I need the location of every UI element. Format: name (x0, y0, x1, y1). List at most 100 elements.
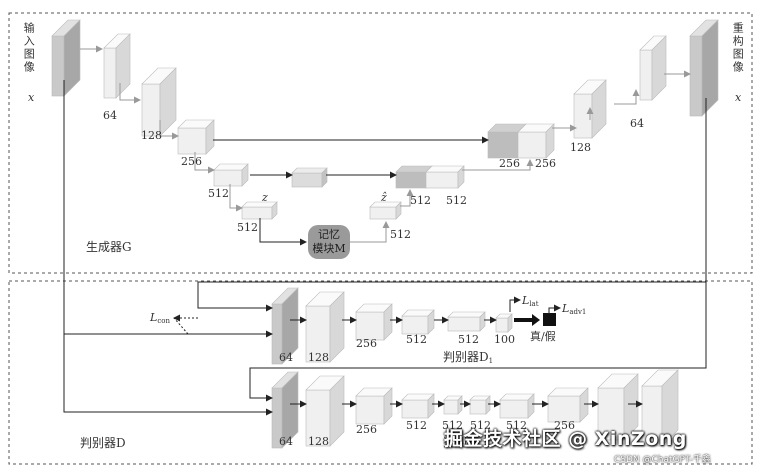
ladv-main: L (562, 302, 570, 315)
d1-block-64 (271, 287, 299, 365)
d2-block-512a (401, 393, 435, 419)
xhat-to-d2 (249, 282, 707, 402)
d1-block-512a (401, 309, 435, 335)
memory-line2: 模块M (312, 242, 346, 255)
real-fake-label: 真/假 (530, 330, 556, 343)
dec-label-512a: 512 (410, 194, 431, 207)
d2-title: 判别器 (443, 435, 480, 449)
generator-frame (8, 12, 753, 274)
dec-block-512b (425, 165, 465, 189)
d1-block-128 (305, 291, 345, 363)
latent-zhat-label: ẑ (381, 191, 387, 204)
d1-output-square (543, 313, 556, 326)
d2-label-512a: 512 (406, 419, 427, 432)
llat-sub: lat (529, 300, 539, 308)
z-to-memory (259, 218, 307, 246)
d1-title-sub: 1 (488, 357, 494, 365)
d2-block-128 (305, 375, 345, 447)
enc-arrow-2 (119, 83, 141, 104)
d1-label-128: 128 (308, 351, 329, 364)
ladv-label: Ladv1 (562, 303, 586, 316)
latent-z-label: z (262, 191, 268, 204)
d2-block-64 (271, 371, 299, 449)
enc-block-512 (213, 163, 249, 187)
enc-label-512: 512 (208, 187, 229, 200)
dec-block-zhat (369, 201, 402, 220)
enc-label-128: 128 (141, 129, 162, 142)
discriminator-section-title: 判别器D (80, 436, 126, 450)
dec-block-output (689, 19, 719, 117)
d2-label-512c: 512 (470, 419, 491, 432)
d1-title: 判别器D1 (443, 351, 493, 365)
lcon-main: L (150, 311, 158, 324)
dec-label-64: 64 (630, 117, 644, 130)
d1-out-head (532, 314, 540, 326)
d2-label-256: 256 (356, 423, 377, 436)
enc-block-skip512 (291, 167, 328, 188)
dec-label-512c: 512 (390, 228, 411, 241)
d1-label-512b: 512 (458, 333, 479, 346)
d1-label-100: 100 (494, 333, 515, 346)
d1-label-256: 256 (356, 337, 377, 350)
output-image-label: 重构图像 (731, 22, 745, 74)
d2-label-512b: 512 (442, 419, 463, 432)
discriminator-frame (8, 280, 753, 465)
enc-arrow-3 (159, 120, 179, 140)
llat-label: Llat (522, 295, 539, 308)
d2-label-128: 128 (308, 435, 329, 448)
watermark-main: 掘金技术社区 @ XinZong (444, 428, 687, 450)
dec-arrow-2 (462, 159, 534, 171)
lcon-label: Lcon (150, 312, 170, 325)
enc-arrow-5 (229, 184, 243, 212)
enc-block-256 (177, 119, 215, 155)
dec-block-128 (573, 79, 607, 139)
dec-block-64 (639, 35, 667, 101)
d1-block-256 (355, 303, 393, 341)
d2-block-512b (443, 395, 463, 415)
d1-adv-arrow (548, 304, 561, 314)
dec-block-256b (517, 123, 555, 159)
d2-block-512d (499, 393, 535, 419)
d2-block-128 (597, 373, 639, 441)
d1-title-main: 判别器D (443, 350, 489, 364)
enc-block-input (51, 19, 81, 97)
d1-label-64: 64 (279, 351, 293, 364)
enc-block-64 (103, 33, 131, 99)
input-x-label: x (28, 91, 35, 104)
d2-block-512c (469, 395, 491, 415)
d2-block-256 (547, 387, 589, 423)
dec-label-128: 128 (570, 141, 591, 154)
lcon-fork-b (173, 317, 189, 335)
input-image-label: 输入图像 (22, 22, 36, 74)
d1-block-512b (447, 311, 486, 332)
d2-block-256 (355, 387, 393, 425)
ladv-sub: adv1 (569, 308, 587, 316)
lcon-sub: con (157, 317, 170, 325)
x-to-d2 (63, 80, 273, 416)
d2-label-256b: 256 (554, 419, 575, 432)
dec-arrow-1 (400, 189, 414, 207)
enc-arrow-4 (194, 152, 215, 174)
xhat-to-d1 (197, 98, 707, 312)
enc-label-512b: 512 (237, 221, 258, 234)
output-x-label: x (735, 91, 742, 104)
memory-line1: 记忆 (318, 228, 340, 242)
watermark-small: CSDN @ChatGPT-千鑫 (614, 455, 711, 465)
d1-lat-arrow (509, 296, 521, 312)
generator-section-title: 生成器G (86, 240, 132, 254)
enc-label-64: 64 (103, 109, 117, 122)
dec-label-512b: 512 (446, 194, 467, 207)
dec-label-256a: 256 (499, 157, 520, 170)
enc-label-256: 256 (181, 155, 202, 168)
llat-main: L (522, 294, 530, 307)
d2-label-512d: 512 (506, 419, 527, 432)
enc-block-z (241, 201, 278, 220)
d2-block-64 (641, 369, 679, 447)
dec-arrow-5 (614, 89, 640, 105)
dec-label-256b: 256 (535, 157, 556, 170)
d2-label-64: 64 (279, 435, 293, 448)
memory-to-zhat (350, 221, 390, 243)
d1-block-100 (495, 313, 513, 333)
